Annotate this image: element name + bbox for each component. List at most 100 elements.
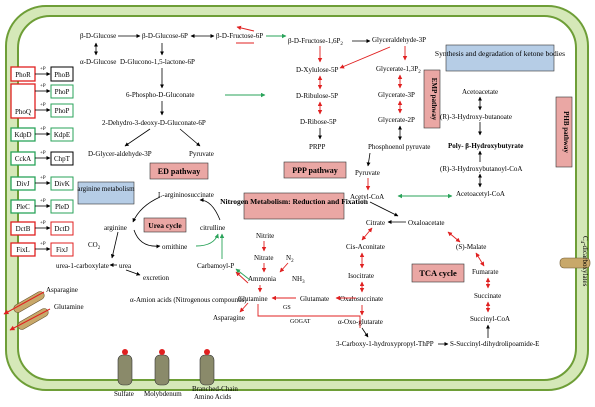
glutamine: Glutamine: [238, 295, 268, 303]
succinyl-dihydrolipoamide: S-Succinyl-dihydrolipoamide-E: [450, 340, 539, 348]
tcs-row-6: DivJ +P DivK: [10, 176, 74, 191]
tcs-row-7: PleC +P PleD: [10, 199, 74, 214]
glycolysis-block: β-D-Glucose β-D-Glucose-6P β-D-Fructose-…: [80, 25, 426, 158]
phb-pathway-label: PHB pathway: [562, 111, 570, 153]
excretion: excretion: [143, 274, 170, 282]
tcs-row-1: PhoR +P PhoB: [10, 66, 74, 82]
asparagine-label: Asparagine: [46, 286, 78, 294]
glutamate: Glutamate: [300, 295, 329, 303]
pyruvate-ed: Pyruvate: [189, 150, 214, 158]
acetoacetyl-coa: Acetoacetyl-CoA: [456, 190, 505, 198]
sensor-label: DivJ: [16, 180, 30, 188]
sensor-label: FixL: [16, 246, 30, 254]
c4-dicarboxylates-label: C4-dicarboxylates: [579, 236, 589, 287]
urea-cycle-box: [143, 217, 187, 233]
regulator-label: ChpT: [54, 155, 71, 163]
phospho-mark: +P: [40, 127, 46, 132]
asparagine: Asparagine: [213, 314, 245, 322]
acetoacetate: Acetoacetate: [462, 88, 498, 96]
xylulose-5p: D-Xylulose-5P: [296, 66, 338, 74]
carboxy-thpp: 3-Carboxy-1-hydroxypropyl-ThPP: [336, 340, 434, 348]
ketone-block: Acetoacetate (R)-3-Hydroxy-butanoate Pol…: [397, 88, 523, 199]
b-d-fructose-6p: β-D-Fructose-6P: [216, 32, 263, 40]
sensor-label: PhoQ: [15, 108, 31, 116]
citrate: Citrate: [366, 219, 385, 227]
succinate: Succinate: [474, 292, 501, 300]
hydroxybutanoate: (R)-3-Hydroxy-butanoate: [440, 113, 512, 121]
transporter-molybdenum: Molybdenum: [144, 349, 182, 398]
regulator-label: FixJ: [56, 246, 68, 254]
urea-cycle-label: Urea cycle: [148, 221, 182, 230]
s-malate: (S)-Malate: [456, 243, 486, 251]
gogat-label: GOGAT: [290, 319, 311, 325]
tca-cycle-box: [411, 263, 465, 283]
hydroxybutanoyl-coa: (R)-3-Hydroxybutanoyl-CoA: [440, 165, 522, 173]
carbamoyl-p: Carbamoyl-P: [197, 262, 234, 270]
phospho-mark: +P: [40, 242, 46, 247]
glyceraldehyde-3p-ed: D-Glycer-aldehyde-3P: [88, 150, 152, 158]
sensor-label: CckA: [15, 155, 31, 163]
phospho-mark: +P: [40, 221, 46, 226]
a-d-glucose: α-D-Glucose: [80, 58, 116, 66]
amino-acids-label: Amino Acids: [194, 393, 231, 401]
phospho-mark: +P: [40, 67, 46, 72]
tcs-row-4: KdpD +P KdpE: [10, 127, 74, 142]
ppp-block: D-Xylulose-5P D-Ribulose-5P D-Ribose-5P …: [296, 46, 391, 151]
two-component-systems: PhoR +P PhoB +P PhoP PhoQ +P PhoP KdpD +…: [10, 66, 74, 257]
ribulose-5p: D-Ribulose-5P: [296, 92, 338, 100]
transporter-c4-dicarboxylates: C4-dicarboxylates: [559, 236, 591, 287]
pyruvate: Pyruvate: [355, 169, 380, 177]
phospho-mark: +P: [40, 176, 46, 181]
phospho-mark: +P: [40, 103, 46, 108]
glycerate-3p: Glycerate-3P: [378, 91, 415, 99]
glycerate-13p: Glycerate-1,3P2: [376, 65, 421, 75]
glutamine-label: Glutamine: [54, 303, 84, 311]
sensor-label: PhoR: [15, 71, 31, 79]
ed-pathway-label: ED pathway: [158, 167, 200, 176]
tcs-row-8: DctB +P DctD: [10, 221, 74, 236]
nitrogen-box: [243, 192, 345, 220]
transporter-glutamine: Glutamine: [9, 303, 84, 331]
oxalosuccinate: Oxalosuccinate: [340, 295, 383, 303]
ornithine: ornithine: [162, 243, 187, 251]
urea-carboxylate: urea-1-carboxylate: [56, 262, 109, 270]
ketone-bodies-label: Synthesis and degradation of ketone bodi…: [435, 49, 565, 58]
emp-pathway-label: EMP pathway: [430, 78, 438, 121]
nitrate: Nitrate: [254, 254, 273, 262]
arginine-metabolism-label: arginine metabolism: [77, 185, 135, 193]
citrulline: citrulline: [200, 224, 225, 232]
branched-chain-label: Branched-Chain: [192, 385, 238, 393]
sulfate-label: Sulfate: [114, 390, 134, 398]
cis-aconitate: Cis-Aconitate: [346, 243, 385, 251]
ribose-5p: D-Ribose-5P: [300, 118, 337, 126]
transporter-sulfate: Sulfate: [114, 349, 134, 398]
emp-pathway-box: [423, 69, 441, 129]
arginine: arginine: [104, 224, 127, 232]
sensor-label: KdpD: [14, 131, 31, 139]
gs-label: GS: [283, 305, 291, 311]
nitrogen-block: Nitrite Nitrate N2 Ammonia NH3 Glutamine…: [130, 232, 361, 328]
phb-polymer: Poly- β-Hydroxybutyrate: [448, 142, 523, 150]
b-d-fructose-16p: β-D-Fructose-1,6P2: [288, 37, 343, 47]
oxaloacetate: Oxaloacetate: [408, 219, 445, 227]
regulator-label: PhoP: [55, 107, 70, 115]
transporter-branched-chain: Branched-Chain Amino Acids: [192, 349, 238, 401]
transporter-asparagine: Asparagine: [3, 286, 78, 315]
glycerate-2p: Glycerate-2P: [378, 116, 415, 124]
regulator-label: KdpE: [54, 131, 70, 139]
regulator-label: PleD: [55, 203, 69, 211]
dehydro-deoxy-gluconate: 2-Dehydro-3-deoxy-D-Gluconate-6P: [102, 119, 206, 127]
regulator-label: PhoB: [54, 71, 70, 79]
amino-acids: α-Amion acids (Nitrogenous compounds): [130, 296, 247, 304]
regulator-label: PhoP: [55, 88, 70, 96]
ed-pathway-box: [149, 162, 209, 180]
nh3: NH3: [292, 275, 305, 285]
prpp: PRPP: [309, 143, 325, 151]
n2: N2: [286, 254, 294, 264]
phospho-gluconate: 6-Phospho-D-Gluconate: [126, 91, 194, 99]
ketone-bodies-box: [445, 44, 555, 72]
acetyl-coa: Acetyl-CoA: [350, 193, 384, 201]
phospho-mark: +P: [40, 199, 46, 204]
b-d-glucose: β-D-Glucose: [80, 32, 116, 40]
